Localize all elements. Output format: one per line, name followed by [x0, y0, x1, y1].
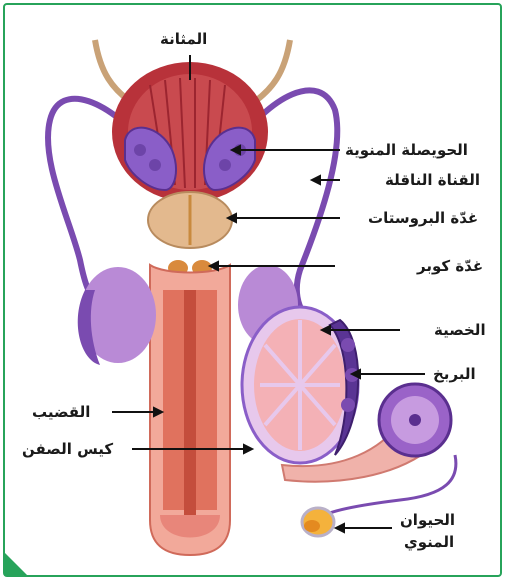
- label-penis: القضيب: [32, 403, 90, 421]
- label-epididymis: البربخ: [433, 365, 476, 383]
- penis-shape: [150, 265, 230, 555]
- label-prostate: غدّة البروستات: [368, 209, 478, 227]
- label-sperm-line2: المنوي: [404, 533, 454, 551]
- left-testis-shape: [78, 267, 156, 365]
- label-cowper: غدّة كوبر: [417, 257, 483, 275]
- label-testis: الخصية: [434, 321, 486, 339]
- prostate-shape: [148, 192, 232, 248]
- label-seminal-vesicle: الحويصلة المنوية: [345, 141, 468, 159]
- label-scrotum: كيس الصفن: [22, 440, 113, 458]
- label-sperm-line1: الحيوان: [400, 511, 455, 529]
- label-vas-deferens: القناة الناقلة: [385, 171, 480, 189]
- label-bladder: المثانة: [160, 30, 207, 48]
